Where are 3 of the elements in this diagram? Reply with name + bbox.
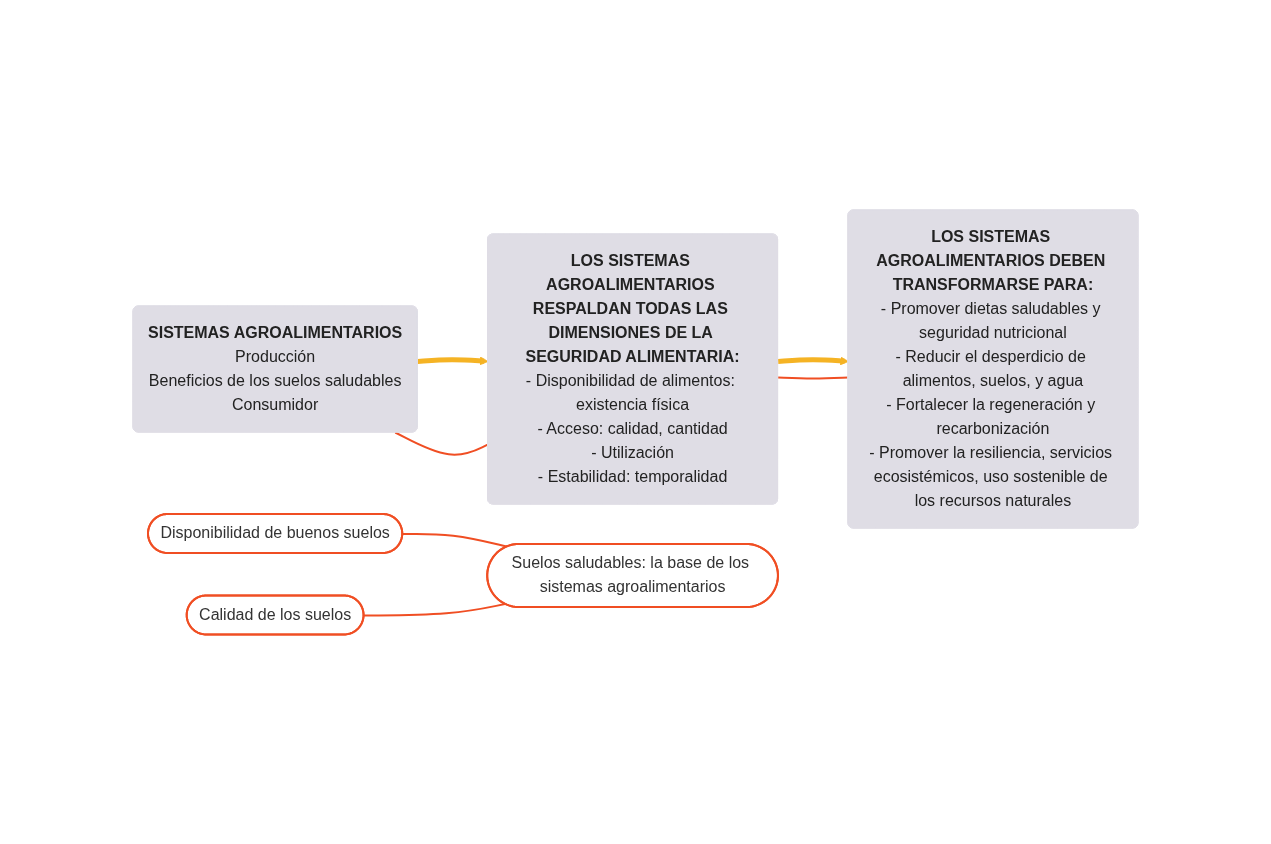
connector bbox=[363, 602, 506, 617]
arrow bbox=[777, 356, 849, 366]
arrow bbox=[417, 356, 489, 366]
